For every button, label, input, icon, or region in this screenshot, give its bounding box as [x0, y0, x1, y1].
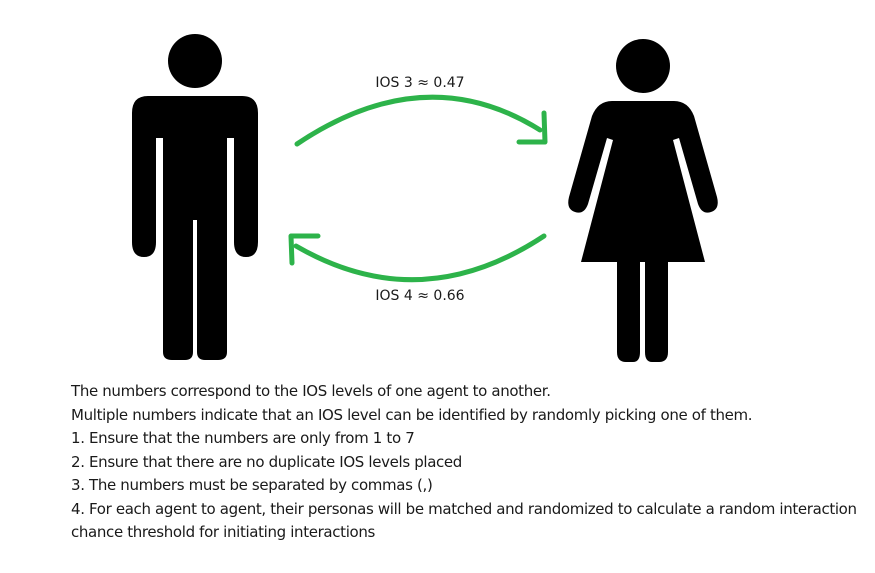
arrow-top-label: IOS 3 ≈ 0.47 — [375, 75, 464, 91]
rule-item: 3. The numbers must be separated by comm… — [71, 476, 433, 494]
instructions-text: The numbers correspond to the IOS levels… — [71, 380, 861, 545]
woman-restroom-icon — [568, 39, 718, 362]
rule-item: 4. For each agent to agent, their person… — [71, 499, 857, 542]
multiple-line: Multiple numbers indicate that an IOS le… — [71, 405, 753, 424]
man-restroom-icon — [132, 34, 258, 360]
rule-item: 1. Ensure that the numbers are only from… — [71, 429, 415, 447]
arrow-woman-to-man — [288, 233, 547, 283]
arrow-bottom-label: IOS 4 ≈ 0.66 — [375, 288, 464, 304]
arrow-man-to-woman — [294, 94, 548, 147]
rule-item: 2. Ensure that there are no duplicate IO… — [71, 452, 462, 471]
intro-line: The numbers correspond to the IOS levels… — [71, 382, 551, 400]
